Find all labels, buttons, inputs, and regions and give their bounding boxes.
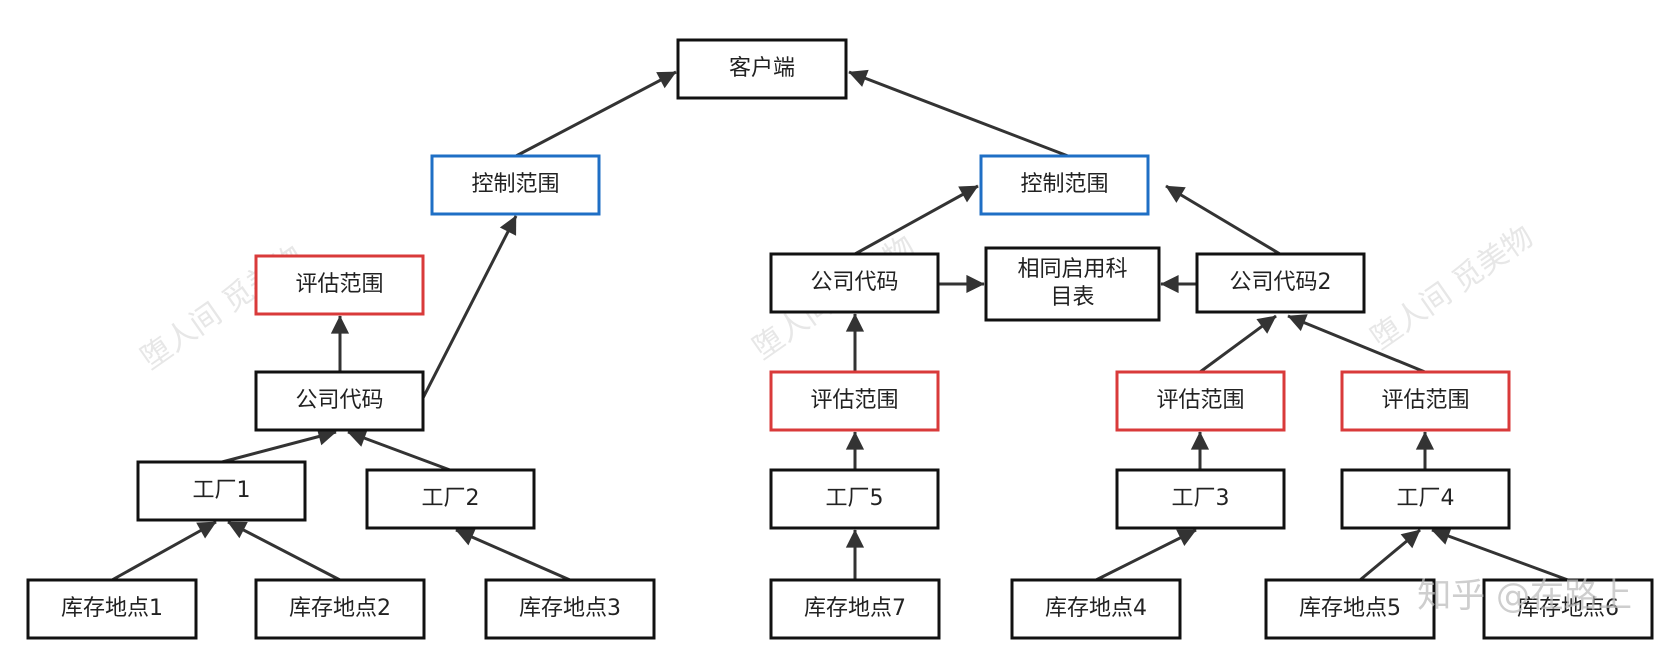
node-label: 评估范围	[810, 388, 898, 413]
edge-ctrl2-to-client	[848, 69, 1069, 158]
node-plant5: 工厂5	[769, 468, 940, 530]
node-box	[254, 370, 425, 432]
node-label: 库存地点2	[289, 596, 391, 621]
edge-sl6-to-plant4	[1431, 527, 1569, 582]
node-label: 相同启用科	[1017, 257, 1127, 282]
node-label: 控制范围	[1020, 172, 1108, 197]
node-plant2: 工厂2	[365, 468, 536, 530]
edge-sl1-to-plant1	[111, 520, 217, 582]
node-box	[984, 246, 1161, 322]
node-label: 库存地点1	[61, 596, 163, 621]
node-label: 工厂2	[422, 486, 480, 511]
node-box	[430, 154, 601, 216]
edge-co1-to-ctrl1	[421, 215, 518, 399]
node-sl4: 库存地点4	[1010, 578, 1182, 640]
node-box	[1115, 370, 1286, 432]
node-ctrl1: 控制范围	[430, 154, 601, 216]
node-eval1: 评估范围	[254, 254, 425, 316]
node-label: 公司代码2	[1230, 270, 1332, 295]
node-label: 库存地点7	[804, 596, 906, 621]
edge-co2-to-ctrl2	[854, 184, 979, 256]
node-box	[26, 578, 198, 640]
node-label: 控制范围	[471, 172, 559, 197]
edge-sl5-to-plant4	[1359, 528, 1421, 582]
node-sl6: 库存地点6	[1482, 578, 1654, 640]
node-box	[769, 252, 940, 314]
node-box	[769, 468, 940, 530]
edge-eval3-to-co3	[1199, 314, 1277, 374]
edge-ctrl1-to-client	[515, 70, 677, 158]
node-co1: 公司代码	[254, 370, 425, 432]
node-box	[136, 460, 307, 522]
node-ctrl2: 控制范围	[979, 154, 1150, 216]
edge-eval4-to-co3	[1287, 314, 1426, 374]
node-box	[484, 578, 656, 640]
node-eval3: 评估范围	[1115, 370, 1286, 432]
edge-plant2-to-co1	[347, 429, 451, 472]
node-box	[1010, 578, 1182, 640]
node-box	[254, 254, 425, 316]
node-plant4: 工厂4	[1340, 468, 1511, 530]
node-co2: 公司代码	[769, 252, 940, 314]
node-box	[769, 578, 941, 640]
node-label: 公司代码	[295, 388, 383, 413]
node-sl7: 库存地点7	[769, 578, 941, 640]
brand-watermark: 知乎 @在路上	[1417, 576, 1632, 616]
node-box	[676, 38, 848, 100]
node-label: 评估范围	[1381, 388, 1469, 413]
node-box	[365, 468, 536, 530]
node-co3: 公司代码2	[1195, 252, 1366, 314]
node-box	[1115, 468, 1286, 530]
node-box	[1264, 578, 1436, 640]
edge-sl2-to-plant1	[227, 520, 341, 582]
node-box	[1340, 370, 1511, 432]
edge-co3-to-ctrl2	[1165, 184, 1281, 256]
node-label: 评估范围	[295, 272, 383, 297]
node-label: 工厂1	[193, 478, 251, 503]
node-label: 工厂4	[1397, 486, 1455, 511]
node-sl2: 库存地点2	[254, 578, 426, 640]
node-client: 客户端	[676, 38, 848, 100]
node-box	[254, 578, 426, 640]
node-label: 工厂5	[826, 486, 884, 511]
node-label: 公司代码	[810, 270, 898, 295]
node-sl1: 库存地点1	[26, 578, 198, 640]
edges-layer	[111, 69, 1569, 582]
edge-plant1-to-co1	[221, 427, 337, 464]
node-label: 库存地点4	[1045, 596, 1147, 621]
node-label: 工厂3	[1172, 486, 1230, 511]
node-box	[979, 154, 1150, 216]
node-label: 评估范围	[1156, 388, 1244, 413]
watermark-text: 堕人间 觅美物	[1365, 219, 1540, 356]
node-eval4: 评估范围	[1340, 370, 1511, 432]
edge-sl3-to-plant2	[455, 528, 571, 582]
node-plant1: 工厂1	[136, 460, 307, 522]
node-label: 客户端	[729, 56, 795, 81]
node-box	[1340, 468, 1511, 530]
node-label: 库存地点6	[1517, 596, 1619, 621]
node-label: 库存地点3	[519, 596, 621, 621]
edge-sl4-to-plant3	[1095, 528, 1197, 582]
node-sl3: 库存地点3	[484, 578, 656, 640]
node-label: 目表	[1050, 285, 1094, 310]
node-box	[1482, 578, 1654, 640]
node-eval2: 评估范围	[769, 370, 940, 432]
node-sl5: 库存地点5	[1264, 578, 1436, 640]
node-plant3: 工厂3	[1115, 468, 1286, 530]
node-box	[1195, 252, 1366, 314]
node-label: 库存地点5	[1299, 596, 1401, 621]
node-box	[769, 370, 940, 432]
